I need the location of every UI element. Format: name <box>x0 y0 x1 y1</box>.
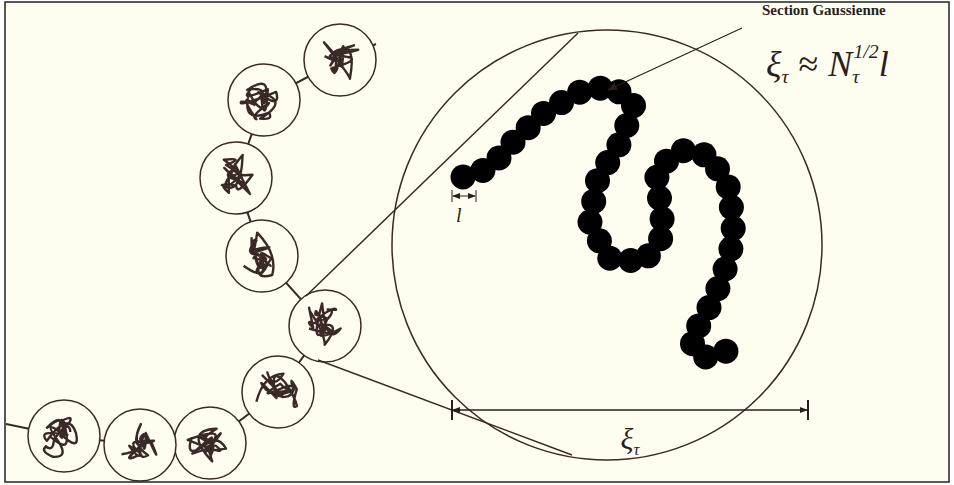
dimension-tick <box>452 190 453 202</box>
coil-squiggle <box>324 42 358 78</box>
coil-squiggle <box>221 155 252 194</box>
coil-squiggle <box>188 429 226 462</box>
formula-text: l <box>879 44 889 84</box>
monomer-bead <box>581 189 606 214</box>
coil-squiggle <box>241 84 277 119</box>
blob-circle <box>242 356 314 428</box>
dimension-tick <box>807 400 809 420</box>
blob-circle <box>228 64 300 136</box>
dimension-line <box>453 196 475 197</box>
frame <box>5 2 949 482</box>
coil-squiggle <box>244 233 274 277</box>
monomer-bead <box>671 138 696 163</box>
formula-index: τ <box>781 65 788 87</box>
blob-circle <box>104 409 176 481</box>
formula-text: ξ <box>621 422 634 455</box>
blob-chain <box>6 24 376 481</box>
coil-squiggle <box>44 418 77 457</box>
text-group: ξτ <box>621 422 640 460</box>
formula-text: ξ <box>766 44 781 84</box>
dimension-line <box>453 409 807 411</box>
monomer-bead <box>567 80 592 105</box>
text-group: ξτ≈Nτ1/2l <box>766 40 889 88</box>
blob-circle <box>289 290 361 362</box>
section-label: Section Gaussienne <box>762 2 886 18</box>
formula-text: N <box>828 44 852 84</box>
formula-text: ≈ <box>799 44 819 84</box>
leader-arrow <box>608 28 742 90</box>
zoom-circle <box>392 30 822 460</box>
formula-index: τ <box>852 65 859 87</box>
monomer-bead <box>713 339 738 364</box>
coil-squiggle <box>122 424 157 458</box>
chain-backbone <box>6 44 376 445</box>
blob-circle <box>174 407 246 479</box>
coil-squiggle <box>309 303 341 344</box>
text-group: Section Gaussienne <box>762 2 886 19</box>
formula-index: 1/2 <box>853 40 878 62</box>
formula-text: l <box>456 204 462 226</box>
zoom-line <box>306 33 578 296</box>
formula-index: τ <box>633 440 639 459</box>
blob-circle <box>226 220 298 292</box>
coil-squiggle <box>256 373 297 407</box>
blob-circle <box>28 400 100 472</box>
zoom-line <box>318 360 572 455</box>
blob-circle <box>200 142 272 214</box>
gaussian-chain <box>451 76 746 370</box>
dimension-tick <box>476 190 477 202</box>
dimension-tick <box>451 400 453 420</box>
text-group: l <box>456 204 462 227</box>
monomer-bead <box>585 168 610 193</box>
blob-circle <box>304 24 376 96</box>
